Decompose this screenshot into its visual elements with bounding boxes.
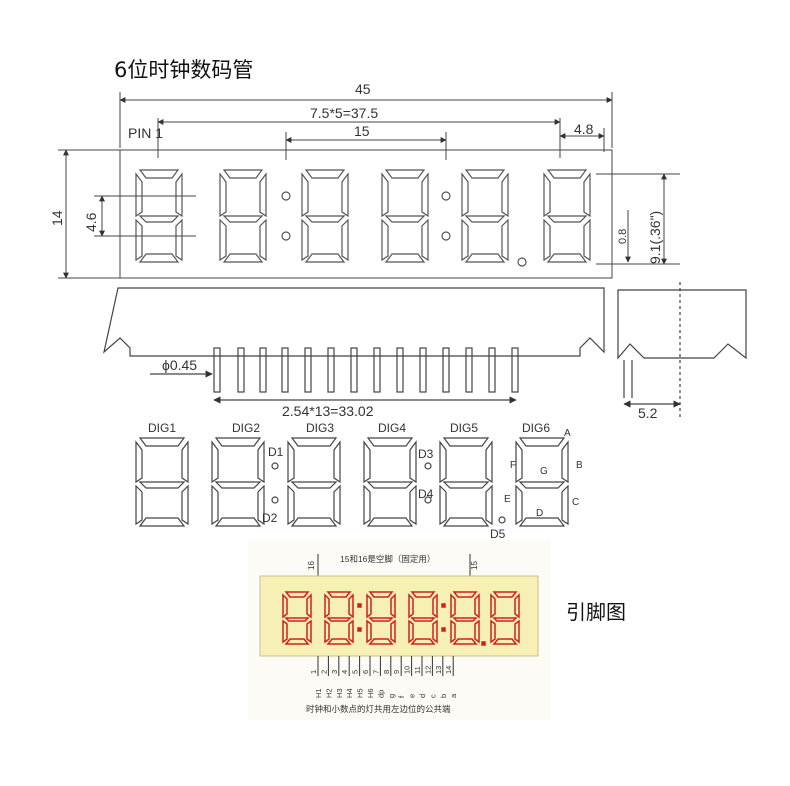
dim-depth: 5.2 <box>638 405 658 421</box>
segment-label: A <box>564 428 571 439</box>
pin-function: g <box>387 694 396 698</box>
segment-label: F <box>510 460 516 471</box>
pin-number: 10 <box>403 666 412 674</box>
pin-function: H5 <box>356 688 365 698</box>
pin1-label: PIN 1 <box>128 125 163 141</box>
pin-16-label: 16 <box>307 561 316 570</box>
pin-number: 1 <box>309 670 318 674</box>
pinout-label: 引脚图 <box>566 600 626 624</box>
dot-label: D4 <box>418 487 434 501</box>
pin-function: e <box>408 694 417 698</box>
dim-middle: 15 <box>354 123 370 139</box>
segment-label: C <box>572 497 579 508</box>
digit-label: DIG5 <box>450 421 478 435</box>
page-title: 6位时钟数码管 <box>114 58 254 82</box>
dot-label: D5 <box>490 527 506 541</box>
dim-pin-diameter: ϕ0.45 <box>162 357 197 373</box>
pin-number: 4 <box>340 670 349 674</box>
top-view-digits <box>135 169 591 267</box>
pin-function: H1 <box>314 688 323 698</box>
pin-number: 2 <box>319 670 328 674</box>
pin-function: dp <box>376 690 385 698</box>
dim-digit-gap: 4.6 <box>83 212 99 232</box>
pin-function: a <box>449 693 458 698</box>
dot-label: D2 <box>262 511 278 525</box>
pin-function: c <box>428 694 437 698</box>
pin-number: 5 <box>351 670 360 674</box>
pin-number: 7 <box>371 670 380 674</box>
segment-label: G <box>540 466 548 477</box>
pin-function: H4 <box>345 688 354 698</box>
pin-number: 6 <box>361 670 370 674</box>
pin-function: f <box>397 695 406 698</box>
dim-pin-span: 2.54*13=33.02 <box>282 403 374 419</box>
digit-label: DIG3 <box>306 421 334 435</box>
digit-label: DIG2 <box>232 421 260 435</box>
digit-label: DIG4 <box>378 421 406 435</box>
pinout-caption-top: 15和16是空脚（固定用） <box>340 554 435 564</box>
pin-number: 3 <box>330 670 339 674</box>
pin-function: H6 <box>366 688 375 698</box>
dim-dot-offset: 0.8 <box>617 229 629 244</box>
pin-number: 8 <box>382 670 391 674</box>
dot-label: D3 <box>418 447 434 461</box>
pin-15-label: 15 <box>470 561 479 570</box>
dim-right-offset: 4.8 <box>574 121 594 137</box>
dot-label: D1 <box>268 445 284 459</box>
pin-number: 14 <box>444 666 453 674</box>
side-view <box>103 282 747 420</box>
pin-number: 11 <box>413 666 422 674</box>
pin-number: 9 <box>392 670 401 674</box>
segment-label: E <box>504 494 511 505</box>
dim-digit-height: 9.1(.36") <box>647 211 663 264</box>
dim-height: 14 <box>49 210 65 226</box>
pin-function: b <box>439 694 448 698</box>
pin-function: H3 <box>335 688 344 698</box>
segment-schematic <box>135 437 569 527</box>
pin-function: d <box>418 694 427 698</box>
segment-label: B <box>576 460 583 471</box>
pin-number: 13 <box>434 666 443 674</box>
pin-number: 12 <box>423 666 432 674</box>
digit-label: DIG1 <box>148 421 176 435</box>
led-digits <box>282 591 520 646</box>
pins <box>150 347 519 404</box>
pinout-caption-bottom: 时钟和小数点的灯共用左边位的公共端 <box>306 704 451 714</box>
segment-label: D <box>536 508 543 519</box>
digit-label: DIG6 <box>522 421 550 435</box>
dim-pitch: 7.5*5=37.5 <box>310 105 378 121</box>
pin-function: H2 <box>324 688 333 698</box>
dim-overall-width: 45 <box>355 81 371 97</box>
